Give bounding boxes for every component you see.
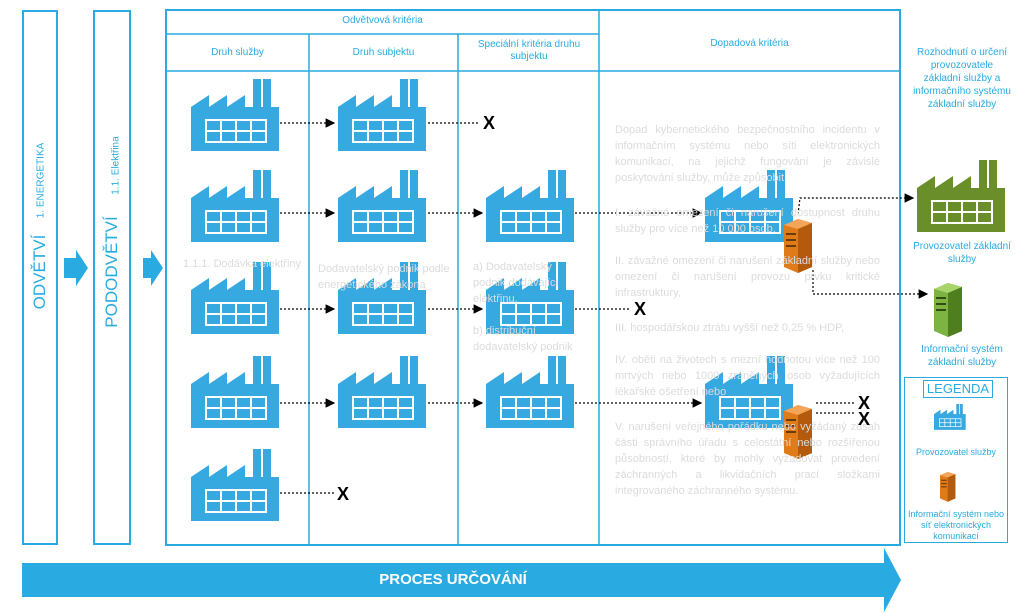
factory-icon — [486, 170, 574, 242]
sector-criteria-header: Odvětvová kritéria — [342, 15, 423, 26]
factory-icon — [191, 262, 279, 334]
legend-factory-label: Provozovatel služby — [915, 447, 997, 457]
sector-title: ODVĚTVÍ — [30, 234, 49, 310]
operator-label: Provozovatel základní služby — [913, 241, 1011, 265]
factory-icon — [191, 170, 279, 242]
special-criteria-a-text: a) Dodavatelský podnik dodávající elektř… — [473, 261, 559, 305]
info-system-label: Informační systém základní služby — [921, 344, 1003, 368]
special-criteria-b-text: b) distribuční dodavatelský podnik — [473, 325, 573, 353]
impact-i-text: I. závažné omezení či narušení dostupnos… — [615, 207, 880, 235]
special-criteria-header: Speciální kritéria druhu subjektu — [477, 39, 581, 62]
impact-iv-text: IV. oběti na životech s mezní hodnotou v… — [615, 354, 880, 398]
operator-factory-icon — [917, 160, 1005, 232]
impact-intro-text: Dopad kybernetického bezpečnostního inci… — [615, 124, 880, 184]
factory-icon — [338, 170, 426, 242]
legend-server-label: Informační systém nebo síť elektronickýc… — [907, 509, 1005, 541]
factory-icon — [338, 79, 426, 151]
criteria-frame — [165, 9, 901, 546]
service-type-text: 1.1.1. Dodávka elektřiny — [183, 258, 302, 270]
rejection-mark: X — [483, 113, 496, 133]
impact-v-text: V. narušení veřejného pořádku nebo vyžád… — [615, 421, 880, 497]
impact-ii-text: II. závažné omezení či narušení základní… — [615, 255, 880, 299]
legend-title-box — [923, 380, 993, 398]
subsector-arrow — [143, 250, 163, 286]
process-arrow — [22, 548, 901, 612]
rejection-mark: X — [858, 409, 871, 429]
factory-icon — [191, 79, 279, 151]
factory-icon — [486, 356, 574, 428]
service-type-header: Druh služby — [211, 47, 264, 58]
rejection-mark: X — [634, 299, 647, 319]
subsector-title: PODODVĚTVÍ — [102, 216, 121, 328]
decision-header: Rozhodnutí o určení provozovatele základ… — [913, 47, 1011, 110]
factory-icon — [338, 356, 426, 428]
factory-icon — [191, 449, 279, 521]
legend-box — [904, 377, 1008, 543]
impact-criteria-header: Dopadová kritéria — [710, 38, 789, 49]
sector-subtitle: 1. ENERGETIKA — [35, 142, 47, 219]
legend-title: LEGENDA — [926, 381, 990, 396]
process-label: PROCES URČOVÁNÍ — [379, 571, 527, 588]
rejection-mark: X — [337, 484, 350, 504]
subsector-subtitle: 1.1. Elektřina — [110, 136, 122, 195]
info-system-server-icon — [934, 283, 962, 337]
factory-icon — [191, 356, 279, 428]
rejection-mark: X — [858, 393, 871, 413]
subject-type-header: Druh subjektu — [352, 47, 415, 58]
subject-type-text: Dodavatelský podnik podle energetického … — [318, 263, 450, 291]
sector-box — [22, 10, 58, 545]
subsector-box — [93, 10, 131, 545]
impact-iii-text: III. hospodářskou ztrátu vyšší než 0,25 … — [615, 322, 845, 334]
sector-arrow — [64, 250, 88, 286]
